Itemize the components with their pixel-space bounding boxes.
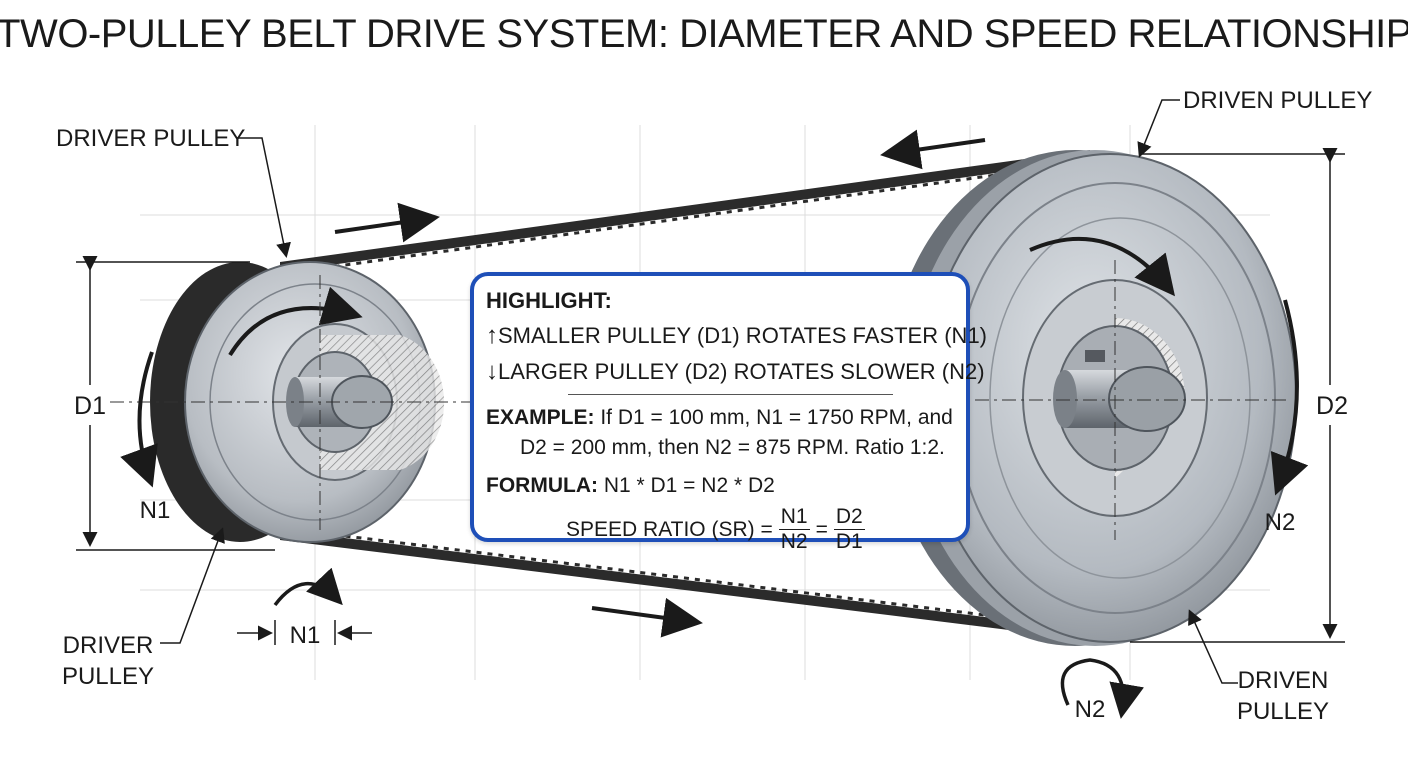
driven-pulley-bottom-label-line2: PULLEY	[1237, 698, 1329, 725]
speed-ratio-line: SPEED RATIO (SR) = N1 N2 = D2 D1	[486, 505, 966, 554]
fraction-d2-d1: D2 D1	[833, 505, 865, 554]
example-line1: EXAMPLE: If D1 = 100 mm, N1 = 1750 RPM, …	[486, 403, 966, 433]
fraction-n1-n2: N1 N2	[778, 505, 810, 554]
driver-pulley-bottom-label-line2: PULLEY	[62, 663, 154, 690]
callout-line1-text: SMALLER PULLEY (D1) ROTATES FASTER (N1)	[498, 323, 988, 348]
example-label: EXAMPLE:	[486, 406, 595, 429]
example-text1: If D1 = 100 mm, N1 = 1750 RPM, and	[594, 406, 953, 429]
d1-dimension	[76, 256, 275, 551]
driver-pulley-top-label: DRIVER PULLEY	[56, 125, 245, 152]
belt	[279, 150, 1091, 640]
centerlines	[110, 260, 1290, 540]
example-line2: D2 = 200 mm, then N2 = 875 RPM. Ratio 1:…	[520, 436, 945, 459]
formula-line: FORMULA: N1 * D1 = N2 * D2	[486, 471, 966, 501]
callout-line-smaller: ↑ SMALLER PULLEY (D1) ROTATES FASTER (N1…	[486, 318, 987, 354]
leader-lines	[160, 99, 1238, 684]
equals-sign: =	[815, 517, 828, 541]
diagram-title: TWO-PULLEY BELT DRIVE SYSTEM: DIAMETER A…	[0, 12, 1408, 56]
speed-ratio-label: SPEED RATIO (SR) =	[566, 517, 773, 541]
callout-divider	[568, 394, 893, 395]
driver-pulley-bottom-label-line1: DRIVER	[63, 632, 154, 659]
callout-line-larger: ↓ LARGER PULLEY (D2) ROTATES SLOWER (N2)	[486, 354, 985, 390]
driven-pulley-bottom-label-line1: DRIVEN	[1238, 667, 1329, 694]
n1-bottom-label: N1	[290, 622, 321, 649]
callout-line2-text: LARGER PULLEY (D2) ROTATES SLOWER (N2)	[498, 359, 985, 384]
d2-label: D2	[1316, 392, 1348, 420]
highlight-callout: HIGHLIGHT: ↑ SMALLER PULLEY (D1) ROTATES…	[470, 272, 987, 553]
formula-text: N1 * D1 = N2 * D2	[597, 474, 775, 497]
n2-bottom-rotation-arrow	[1060, 658, 1144, 719]
n1-rotation-arrow	[120, 351, 158, 488]
frac1-numerator: N1	[778, 505, 810, 530]
up-arrow-icon: ↑	[486, 322, 498, 349]
n1-side-label: N1	[140, 497, 171, 524]
frac2-denominator: D1	[835, 530, 863, 553]
belt-direction-arrows	[334, 129, 986, 638]
d2-dimension	[1130, 148, 1345, 643]
frac1-denominator: N2	[780, 530, 808, 553]
driven-pulley-top-label: DRIVEN PULLEY	[1183, 87, 1372, 114]
down-arrow-icon: ↓	[486, 358, 498, 385]
callout-heading: HIGHLIGHT:	[486, 288, 612, 313]
n2-rotation-arrow	[1270, 299, 1309, 496]
formula-label: FORMULA:	[486, 474, 598, 497]
d1-label: D1	[74, 392, 106, 420]
n2-side-label: N2	[1265, 509, 1296, 536]
n1-bottom-indicator	[237, 567, 372, 645]
n2-bottom-label: N2	[1075, 696, 1106, 723]
frac2-numerator: D2	[833, 505, 865, 530]
